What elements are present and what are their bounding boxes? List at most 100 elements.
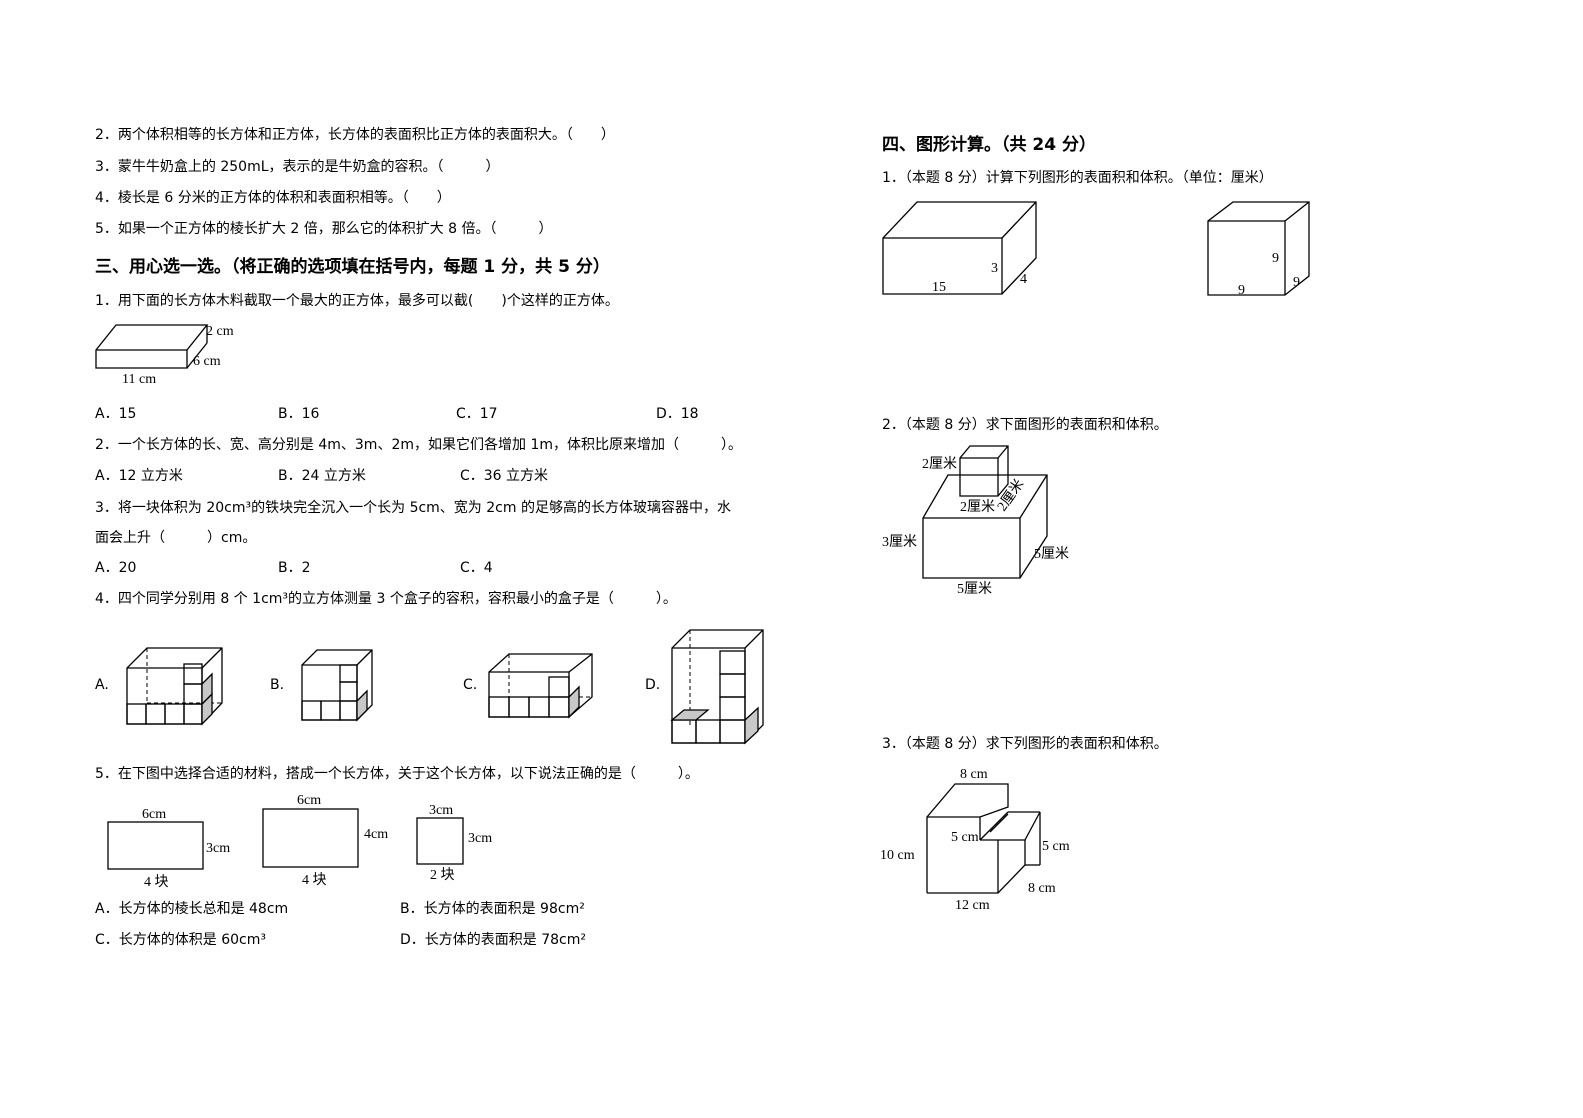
figure-edge (126, 703, 147, 725)
figure-edge (145, 703, 166, 725)
piece2-height: 4cm (364, 827, 388, 842)
piece3-width: 3cm (429, 803, 453, 818)
figure-edge (183, 683, 203, 705)
s3-q3-text-line2: 面会上升（ ）cm。 (95, 530, 257, 546)
figure-edge (671, 719, 697, 744)
figure-edge (183, 663, 203, 685)
s3-q3-text-line1: 3．将一块体积为 20cm³的铁块完全沉入一个长为 5cm、宽为 2cm 的足够… (95, 500, 731, 516)
box-length: 15 (932, 280, 946, 295)
cube-edge-1: 9 (1238, 283, 1245, 298)
figure-edge (320, 700, 341, 721)
figure-edge (744, 706, 759, 745)
large-box-height: 3厘米 (882, 534, 917, 550)
figure-edge (922, 474, 1048, 579)
piece1-width: 6cm (142, 807, 166, 822)
figure-edge (719, 719, 746, 744)
figure-edge (339, 681, 358, 702)
figure-edge (989, 813, 1009, 833)
figure-edge (262, 808, 359, 868)
total-length: 12 cm (955, 898, 990, 913)
box-height: 3 (991, 261, 998, 276)
judge-q5: 5．如果一个正方体的棱长扩大 2 倍，那么它的体积扩大 8 倍。（ ） (95, 221, 553, 237)
piece1-count: 4 块 (144, 874, 169, 890)
piece2-width: 6cm (297, 793, 321, 808)
s3-q5-option-c: C．长方体的体积是 60cm³ (95, 932, 266, 948)
figure-edge (183, 703, 203, 725)
section4-title: 四、图形计算。（共 24 分） (882, 135, 1096, 155)
cube-edge-3: 9 (1293, 275, 1300, 290)
figure-edge (719, 650, 746, 675)
box-width: 4 (1020, 272, 1027, 287)
s3-q4-option-d: D. (645, 677, 661, 693)
section3-title: 三、用心选一选。（将正确的选项填在括号内，每题 1 分，共 5 分） (95, 257, 610, 277)
piece1-height: 3cm (206, 841, 230, 856)
figure-edge (356, 689, 368, 722)
s3-q2-option-b: B．24 立方米 (278, 468, 366, 484)
box-a-figure (126, 647, 223, 726)
s3-q4-option-c: C. (463, 677, 478, 693)
figure-edge (719, 673, 746, 698)
piece2-count: 4 块 (302, 872, 327, 888)
figure-edge (1019, 474, 1048, 519)
figure-edge (356, 649, 373, 666)
large-box-width: 5厘米 (1034, 546, 1069, 562)
s3-q1-option-c: C．17 (456, 406, 498, 422)
s4-q1-cube-figure: 9 9 9 (1207, 201, 1310, 298)
large-box-length: 5厘米 (957, 581, 992, 597)
top-width: 8 cm (960, 767, 988, 782)
judge-q3: 3．蒙牛牛奶盒上的 250mL，表示的是牛奶盒的容积。（ ） (95, 159, 500, 175)
s3-q5-option-b: B．长方体的表面积是 98cm² (400, 901, 585, 917)
s3-q1-option-b: B．16 (278, 406, 320, 422)
figure-edge (979, 811, 1009, 841)
figure-edge (416, 817, 464, 865)
small-cube-length: 2厘米 (960, 499, 995, 515)
figure-edge (1024, 811, 1041, 841)
label-length: 11 cm (122, 372, 156, 387)
figure-edge (339, 700, 358, 721)
s3-q5-text: 5．在下图中选择合适的材料，搭成一个长方体，关于这个长方体，以下说法正确的是（ … (95, 766, 699, 782)
figure-edge (488, 696, 510, 718)
s3-q1-cuboid-figure: 2 cm 6 cm 11 cm (95, 324, 234, 387)
figure-edge (201, 672, 213, 706)
figure-edge (95, 324, 209, 369)
figure-edge (882, 201, 1037, 295)
figure-edge (164, 703, 185, 725)
s4-q1-box-figure: 15 3 4 (882, 201, 1037, 295)
s4-q3-combined-figure: 8 cm 5 cm 10 cm 5 cm 8 cm 12 cm (880, 767, 1070, 913)
figure-edge (339, 664, 358, 683)
figure-edge (528, 696, 550, 718)
small-cube-height: 2厘米 (922, 456, 957, 472)
cube-edge-2: 9 (1272, 251, 1279, 266)
box-c-figure (488, 653, 593, 719)
s3-q4-option-a: A. (95, 677, 109, 693)
s3-q1-option-d: D．18 (656, 406, 699, 422)
step-height: 5 cm (1042, 839, 1070, 854)
figure-edge (1284, 201, 1310, 222)
judge-q4: 4．棱长是 6 分米的正方体的体积和表面积相等。（ ） (95, 190, 451, 206)
figure-edge (301, 700, 322, 721)
figure-edge (695, 719, 721, 744)
s3-q2-option-a: A．12 立方米 (95, 468, 183, 484)
s3-q5-option-d: D．长方体的表面积是 78cm² (400, 932, 586, 948)
s3-q5-option-a: A．长方体的棱长总和是 48cm (95, 901, 289, 917)
figure-edge (568, 685, 580, 719)
total-height: 10 cm (880, 848, 915, 863)
s3-q3-option-c: C．4 (460, 560, 493, 576)
label-height: 2 cm (206, 324, 234, 339)
judge-q2: 2．两个体积相等的长方体和正方体，长方体的表面积比正方体的表面积大。（ ） (95, 127, 615, 143)
figure-edge (548, 676, 570, 698)
figure-edge (927, 839, 1026, 894)
piece3-height: 3cm (468, 831, 492, 846)
s3-q3-option-b: B．2 (278, 560, 311, 576)
figure-edge (201, 647, 223, 669)
depth: 8 cm (1028, 881, 1056, 896)
s3-q4-option-b: B. (270, 677, 285, 693)
figure-edge (107, 821, 204, 870)
label-width: 6 cm (193, 354, 221, 369)
figure-edge (719, 696, 746, 721)
s3-q1-option-a: A．15 (95, 406, 137, 422)
material-pieces-figure: 6cm 3cm 4 块 6cm 4cm 4 块 3cm 3cm 2 块 (107, 793, 492, 890)
s3-q3-option-a: A．20 (95, 560, 137, 576)
figure-edge (508, 696, 530, 718)
piece3-count: 2 块 (430, 867, 455, 883)
